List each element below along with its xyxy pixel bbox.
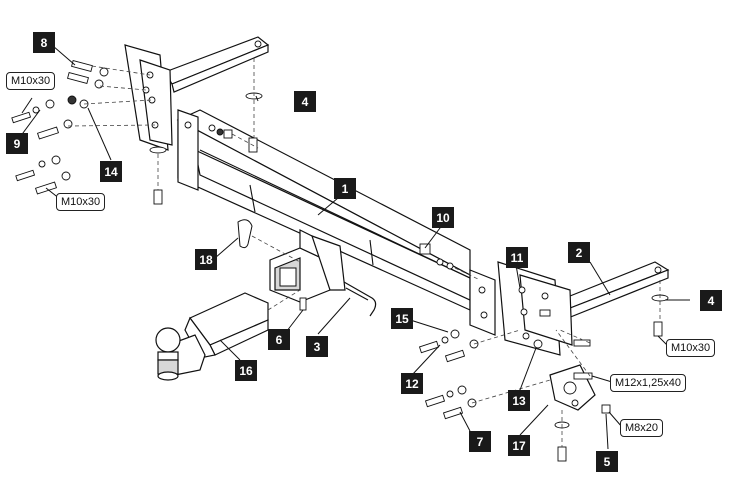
ball-mount [155,292,269,381]
callout-5: 5 [596,451,618,472]
left-mounting-plate [124,44,173,151]
callout-17: 17 [508,435,530,456]
receiver-housing [269,229,346,303]
callout-18: 18 [195,249,217,270]
callout-10: 10 [432,207,454,228]
assembly-lines [67,58,661,447]
callout-8: 8 [33,32,55,53]
callout-9: 9 [6,133,28,154]
hitch-pin [343,281,377,317]
right-side-bar [559,261,670,319]
callout-7: 7 [469,431,491,452]
left-hardware [11,59,263,205]
callout-4-right: 4 [700,290,722,311]
right-end-plate [469,269,496,336]
spec-m10x30-topleft: M10x30 [6,72,56,90]
callout-3: 3 [306,336,328,357]
leader-lines [19,45,690,450]
callout-6: 6 [268,329,290,350]
left-end-plate [177,109,199,191]
callout-4-left: 4 [294,91,316,112]
callout-13: 13 [508,390,530,411]
callout-1: 1 [334,178,356,199]
callout-12: 12 [401,373,423,394]
socket-bracket [549,364,596,411]
spec-m10x30-right: M10x30 [666,339,716,357]
left-side-bar [164,36,270,93]
callout-16: 16 [235,360,257,381]
callout-15: 15 [391,308,413,329]
spec-m12x125x40: M12x1,25x40 [610,374,687,392]
callout-14: 14 [100,161,122,182]
spec-m10x30-left: M10x30 [56,193,106,211]
callout-2: 2 [568,242,590,263]
r-clip [237,219,253,249]
right-mounting-plate [497,261,573,356]
spec-m8x20: M8x20 [620,419,664,437]
right-hardware [299,243,669,462]
callout-11: 11 [506,247,528,268]
